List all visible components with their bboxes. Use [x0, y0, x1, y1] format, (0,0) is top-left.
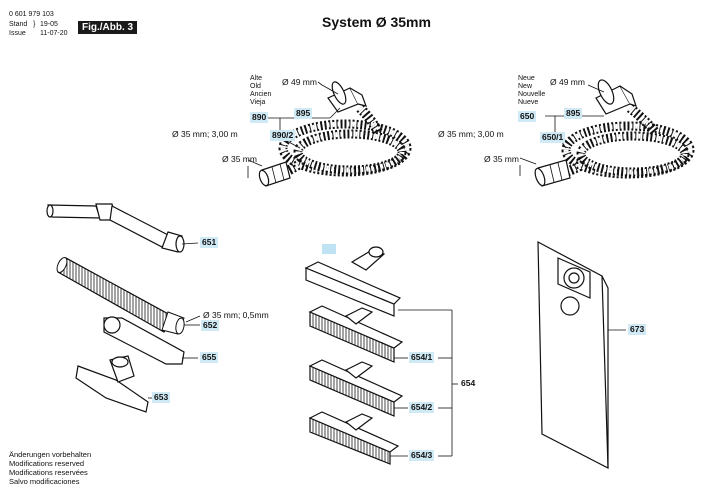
- stand-label: Stand: [9, 21, 28, 28]
- dim-old-49: Ø 49 mm: [282, 77, 317, 87]
- part-654-1: 654/1: [409, 352, 435, 363]
- lang-new-fr: Nouvelle: [518, 91, 546, 98]
- hose-new-drawing: [534, 79, 695, 187]
- lang-new-es: Nueve: [518, 99, 539, 106]
- dim-old-35-3m: Ø 35 mm; 3,00 m: [172, 129, 238, 139]
- part-673: 673: [628, 324, 647, 335]
- issue-value: 11-07-20: [40, 30, 68, 37]
- part-895-new: 895: [564, 108, 583, 119]
- part-890: 890: [250, 112, 269, 123]
- part-654: 654: [461, 378, 476, 388]
- part-650-1: 650/1: [540, 132, 566, 143]
- page-title: System Ø 35mm: [322, 14, 431, 30]
- crevice-nozzle-drawing: [103, 316, 198, 365]
- part-890-2: 890/2: [270, 130, 296, 141]
- part-651: 651: [200, 237, 219, 248]
- bracket-glyph: }: [33, 21, 36, 28]
- part-895-old: 895: [294, 108, 313, 119]
- floor-nozzle-drawing: [304, 246, 404, 465]
- lang-old-de: Alte: [250, 75, 263, 82]
- footer-line-fr: Modifications reservées: [9, 468, 88, 477]
- doc-number: 0 601 979 103: [9, 11, 54, 18]
- filter-bag-drawing: [537, 240, 626, 470]
- lang-old-es: Vieja: [250, 99, 266, 106]
- part-654-2: 654/2: [409, 402, 435, 413]
- dim-new-35-3m: Ø 35 mm; 3,00 m: [438, 129, 504, 139]
- issue-label: Issue: [9, 30, 26, 37]
- dim-new-49: Ø 49 mm: [550, 77, 585, 87]
- figure-label: Fig./Abb. 3: [78, 21, 138, 34]
- dim-tube: Ø 35 mm; 0,5mm: [203, 310, 269, 320]
- part-653: 653: [152, 392, 171, 403]
- floor-nozzle-leader-lines: [390, 309, 458, 457]
- marker-square: [322, 244, 336, 254]
- lang-new-en: New: [518, 83, 533, 90]
- dim-new-35: Ø 35 mm: [484, 154, 519, 164]
- footer-line-de: Änderungen vorbehalten: [9, 450, 92, 459]
- part-654-3: 654/3: [409, 450, 435, 461]
- lang-old-en: Old: [250, 83, 261, 90]
- part-650: 650: [518, 111, 537, 122]
- footer-line-en: Modifications reserved: [9, 459, 85, 468]
- lang-new-de: Neue: [518, 75, 535, 82]
- hose-old-drawing: [258, 81, 412, 187]
- part-655: 655: [200, 352, 219, 363]
- lang-old-fr: Ancien: [250, 91, 272, 98]
- footer-line-es: Salvo modificaciones: [9, 477, 80, 486]
- dim-old-35: Ø 35 mm: [222, 154, 257, 164]
- stand-value: 19-05: [40, 21, 58, 28]
- bent-tube-drawing: [46, 203, 199, 253]
- extension-tube-drawing: [56, 257, 200, 335]
- tube-leader-lines: [185, 315, 201, 323]
- part-652: 652: [201, 320, 220, 331]
- upholstery-nozzle-drawing: [75, 355, 152, 413]
